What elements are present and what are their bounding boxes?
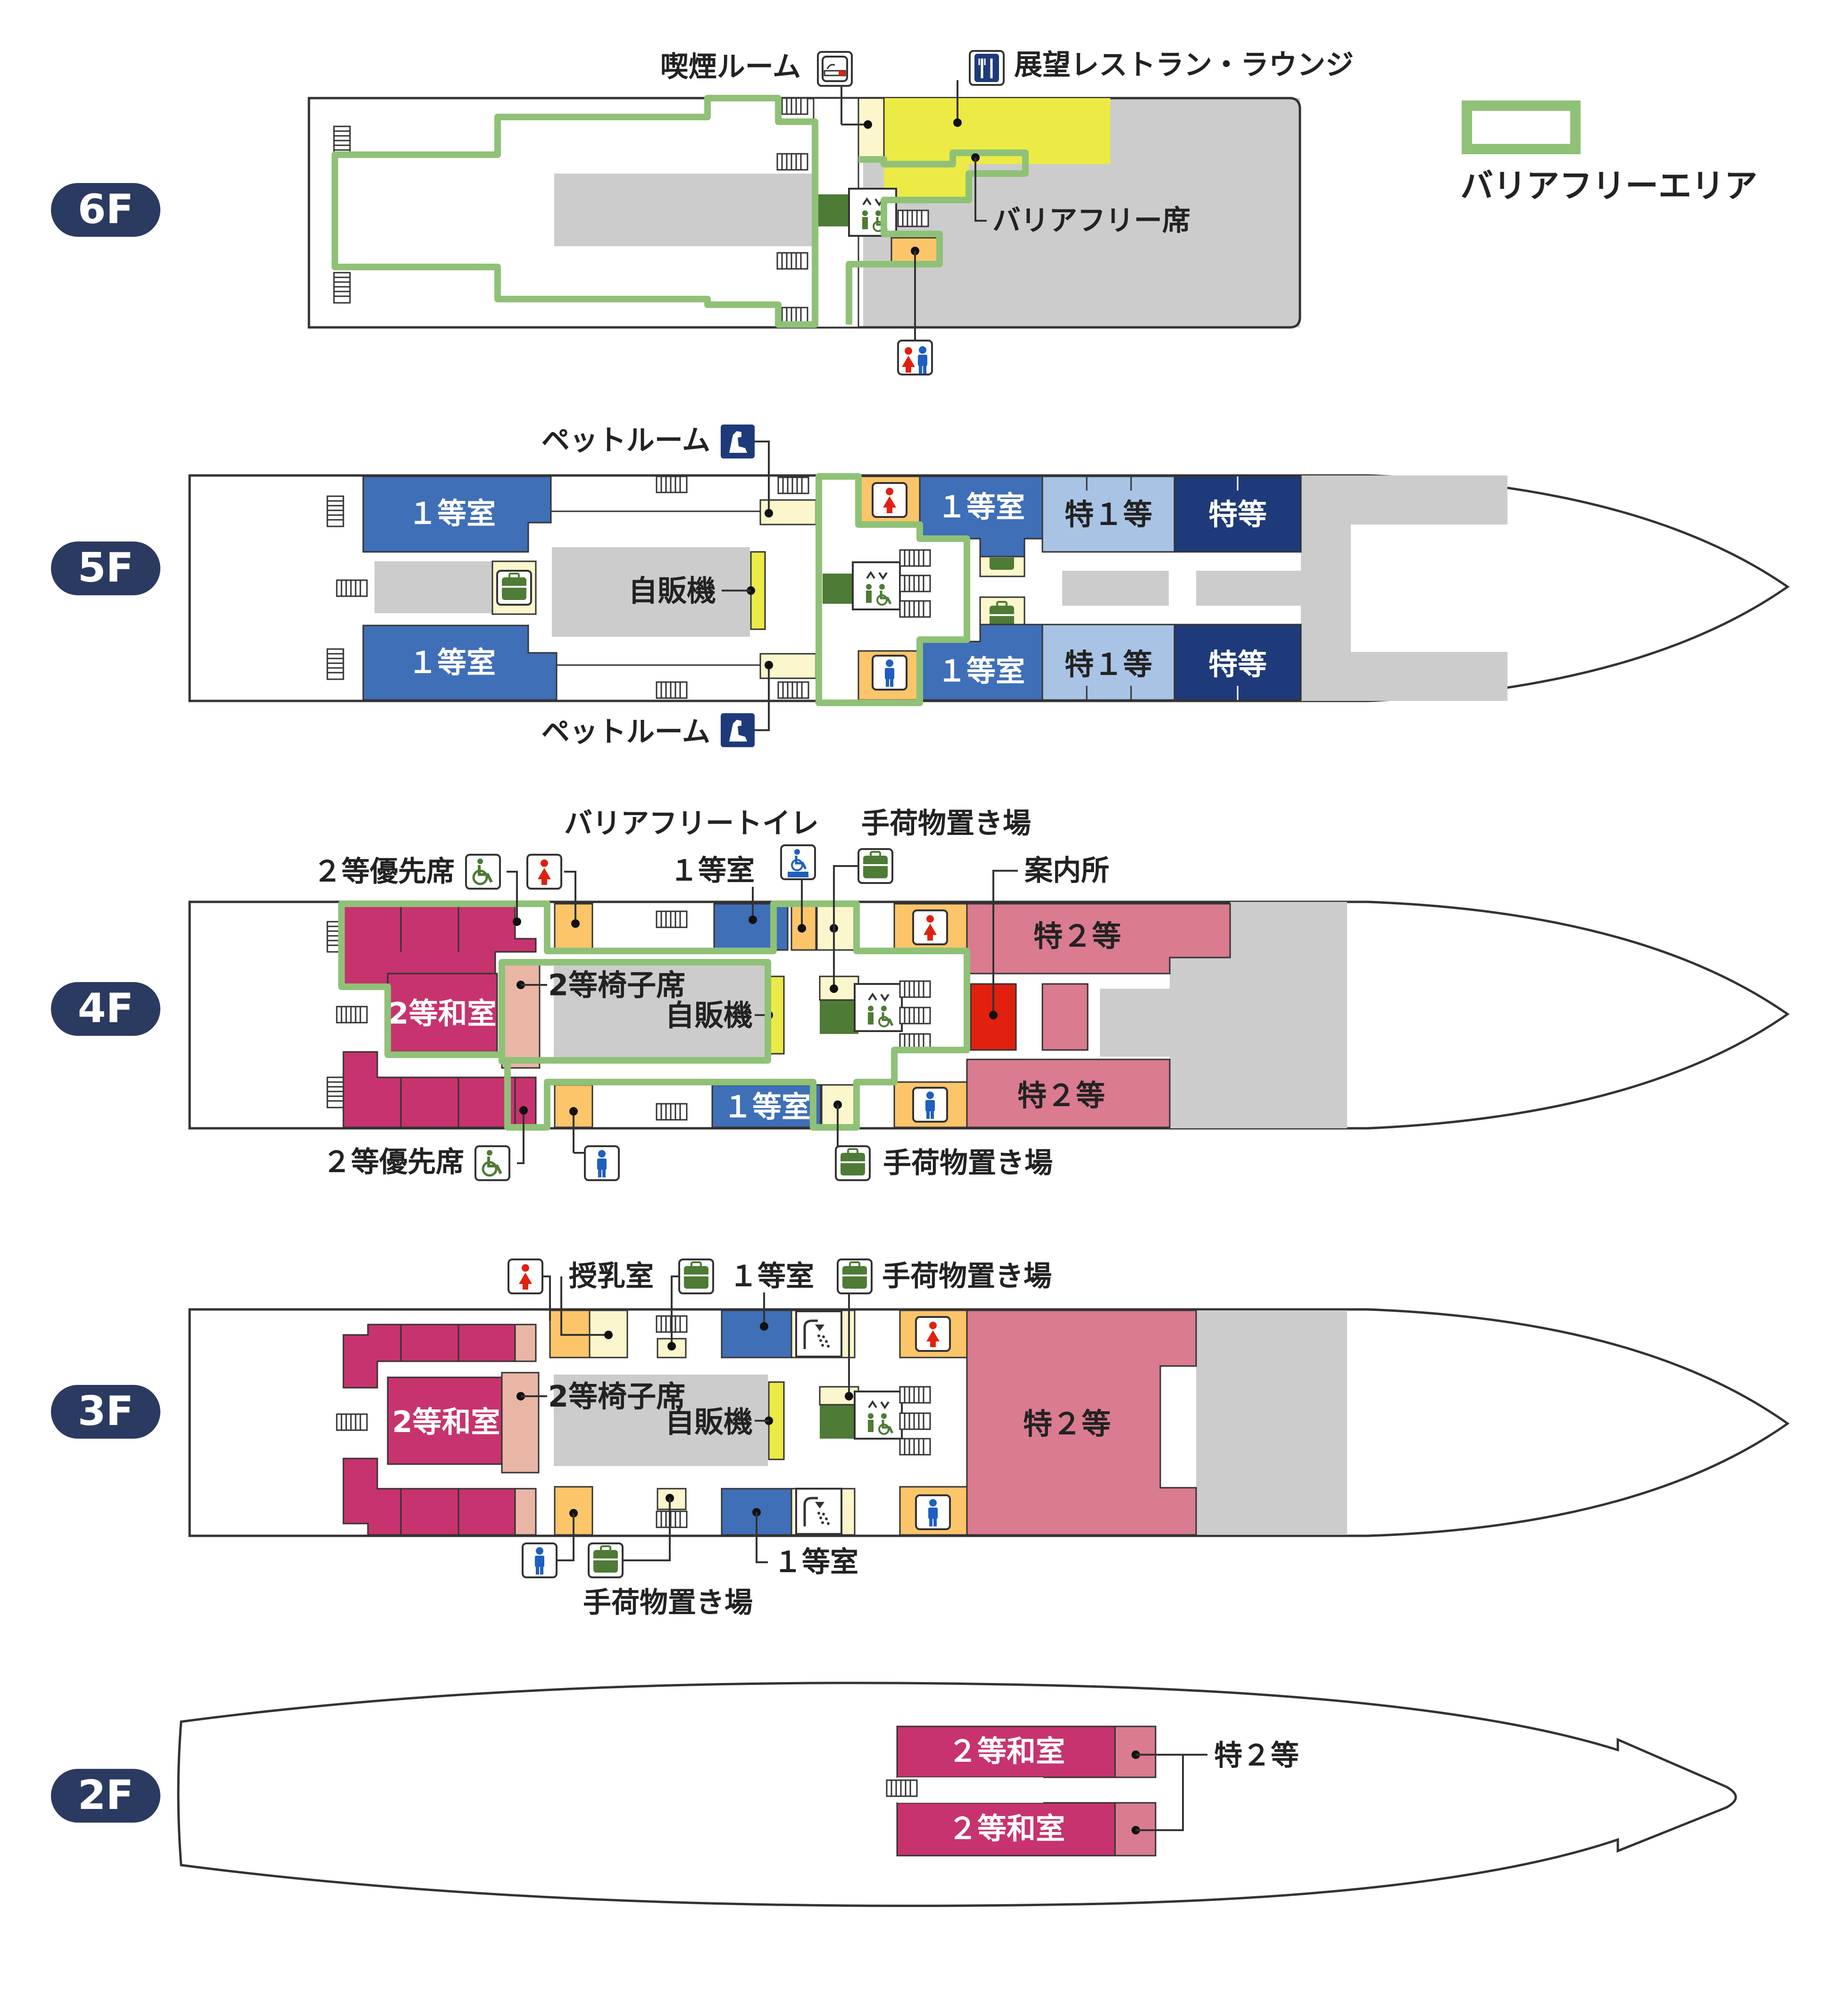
first-class-room-top-left[interactable] bbox=[362, 475, 552, 553]
floor-badge-5f[interactable] bbox=[51, 542, 160, 595]
barrier-free-toilet-label: バリアフリートイレ bbox=[564, 807, 819, 840]
japanese-room-4f[interactable] bbox=[387, 973, 498, 1053]
first-class-label: １等室 bbox=[408, 645, 496, 680]
second-special-label: 特２等 bbox=[1023, 1407, 1111, 1441]
bow-area-5f bbox=[1301, 475, 1507, 701]
first-class-callout: １等室 bbox=[774, 1546, 858, 1579]
first-class-label: １等室 bbox=[723, 1090, 811, 1124]
priority-seating-bottom[interactable] bbox=[342, 1051, 537, 1128]
floor-badge-2f[interactable] bbox=[51, 1769, 160, 1823]
first-class-room-3f-top[interactable] bbox=[721, 1309, 792, 1358]
priority-seating-label: ２等優先席 bbox=[313, 855, 455, 888]
pet-room-label: ペットルーム bbox=[541, 424, 710, 457]
floor-badge-3f-label: 3F bbox=[78, 1388, 134, 1435]
japanese-room-3f[interactable] bbox=[387, 1376, 505, 1465]
legend: バリアフリーエリア bbox=[1460, 100, 1757, 205]
vending-machine-label: 自販機 bbox=[665, 1405, 753, 1439]
elevator-5f[interactable] bbox=[823, 574, 855, 604]
elevator-4f[interactable] bbox=[820, 1000, 858, 1034]
lounge-hall bbox=[554, 174, 814, 246]
first-class-room-4f-bottom[interactable] bbox=[711, 1084, 822, 1128]
vending-machine-label: 自販機 bbox=[665, 998, 753, 1033]
first-class-label: １等室 bbox=[937, 490, 1025, 524]
luggage-bottom-label: 手荷物置き場 bbox=[583, 1586, 753, 1619]
dog-icon bbox=[721, 425, 755, 458]
luggage-top-label: 手荷物置き場 bbox=[861, 807, 1031, 840]
japanese-room-label: ２等和室 bbox=[948, 1811, 1065, 1846]
japanese-room-label: ２等和室 bbox=[948, 1734, 1065, 1768]
smoking-room-label: 喫煙ルーム bbox=[660, 50, 801, 83]
japanese-room-2f-top[interactable] bbox=[896, 1725, 1116, 1778]
chair-seats-label: 2等椅子席 bbox=[548, 1379, 685, 1414]
bow-area-4f bbox=[1100, 902, 1347, 1128]
barrier-free-legend-swatch bbox=[1462, 100, 1581, 154]
second-special-label: 特２等 bbox=[1033, 919, 1121, 953]
first-class-room-bottom-left[interactable] bbox=[362, 625, 558, 701]
vending-hall-3f bbox=[554, 1375, 768, 1466]
floor-badge-3f[interactable] bbox=[51, 1385, 160, 1439]
floor-badge-6f[interactable] bbox=[51, 183, 160, 237]
deck-5f-hull bbox=[188, 474, 1790, 702]
deck-3f: 3F 2等和室 2等椅子席 自販機 bbox=[51, 1258, 1790, 1619]
japanese-room-label: 2等和室 bbox=[388, 996, 496, 1031]
luggage-bottom-label: 手荷物置き場 bbox=[883, 1147, 1053, 1180]
elevator-6f[interactable] bbox=[813, 194, 850, 226]
special-label: 特等 bbox=[1208, 497, 1267, 532]
vending-hall-5f bbox=[552, 547, 750, 637]
floor-badge-5f-label: 5F bbox=[78, 544, 134, 592]
barrier-free-outline-6f bbox=[332, 95, 818, 328]
lobby-gray-left bbox=[375, 561, 492, 613]
pet-room-label: ペットルーム bbox=[541, 716, 710, 749]
japanese-room-label: 2等和室 bbox=[392, 1405, 500, 1439]
deck-6f: 6F 喫煙ルーム 展望レストラン・ラウンジ バリ bbox=[51, 49, 1354, 375]
nursing-room-label: 授乳室 bbox=[569, 1260, 654, 1293]
restaurant-lounge-label: 展望レストラン・ラウンジ bbox=[1014, 49, 1354, 82]
deck-4f: 4F 2等和室 2等椅子席 自販機 １等室 bbox=[51, 807, 1790, 1181]
kiosk-4f bbox=[1041, 983, 1089, 1051]
vending-hall-4f bbox=[554, 962, 768, 1060]
barrier-free-seat-label: バリアフリー席 bbox=[992, 204, 1190, 237]
chair-seats-4f[interactable] bbox=[501, 961, 541, 1069]
special-first-label: 特１等 bbox=[1065, 497, 1152, 532]
barrier-free-legend-label: バリアフリーエリア bbox=[1460, 167, 1757, 205]
vending-machine-5f[interactable] bbox=[750, 551, 766, 630]
barrier-free-outline-5f bbox=[816, 473, 970, 706]
floor-badge-4f[interactable] bbox=[51, 982, 160, 1036]
second-special-room-3f[interactable] bbox=[966, 1309, 1197, 1536]
special-label: 特等 bbox=[1208, 647, 1267, 682]
chair-seats-3f[interactable] bbox=[501, 1372, 540, 1474]
bow-area-3f bbox=[1196, 1310, 1347, 1535]
luggage-top-label: 手荷物置き場 bbox=[882, 1260, 1052, 1293]
dog-icon bbox=[721, 713, 755, 747]
floor-badge-6f-label: 6F bbox=[78, 186, 134, 233]
first-class-callout: １等室 bbox=[729, 1260, 814, 1293]
first-class-label: １等室 bbox=[937, 654, 1025, 688]
accessible-wc-icon bbox=[781, 845, 815, 879]
priority-seating-label: ２等優先席 bbox=[323, 1146, 464, 1179]
vending-machine-label: 自販機 bbox=[628, 574, 716, 608]
chair-seats-label: 2等椅子席 bbox=[548, 968, 685, 1002]
second-special-label: 特２等 bbox=[1017, 1078, 1105, 1113]
special-first-label: 特１等 bbox=[1065, 647, 1152, 682]
first-class-callout: １等室 bbox=[670, 854, 755, 887]
first-class-label: １等室 bbox=[408, 496, 496, 531]
floor-badge-2f-label: 2F bbox=[78, 1772, 134, 1819]
second-special-room-4f-bottom[interactable] bbox=[966, 1058, 1171, 1128]
elevator-3f[interactable] bbox=[820, 1405, 858, 1439]
info-desk-label: 案内所 bbox=[1024, 854, 1109, 887]
second-special-label: 特２等 bbox=[1214, 1739, 1299, 1772]
deck-2f: 2F ２等和室 ２等和室 特２等 bbox=[51, 1682, 1737, 1907]
deck-5f: 5F １等室 １等室 自販機 bbox=[51, 424, 1790, 749]
special-first-room-top[interactable] bbox=[1041, 475, 1175, 553]
smoking-room-6f[interactable] bbox=[857, 97, 885, 160]
floor-badge-4f-label: 4F bbox=[78, 985, 134, 1032]
